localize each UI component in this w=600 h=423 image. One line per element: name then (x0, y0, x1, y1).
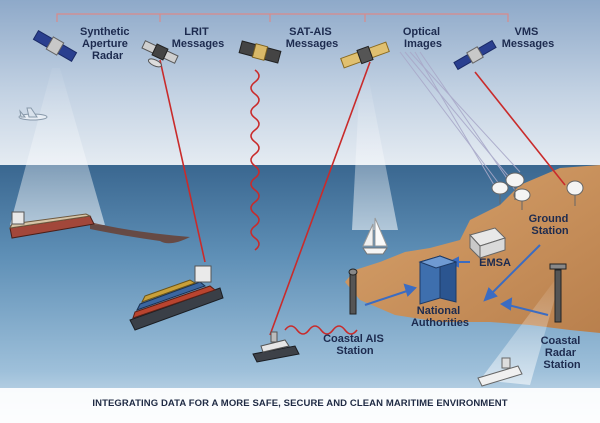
coastal-radar-tower-icon (549, 263, 567, 323)
patrol-boat-icon (252, 331, 300, 363)
aircraft-icon (18, 107, 48, 121)
label-emsa: EMSA (479, 257, 511, 269)
container-ship-icon (129, 265, 224, 331)
sky (0, 0, 600, 170)
sar-satellite-icon (32, 29, 78, 63)
caption-band (0, 388, 600, 423)
satais-satellite-icon (238, 40, 282, 64)
ground-station-antennas-icon (491, 172, 584, 210)
coastal-ais-tower-icon (348, 268, 358, 315)
tanker-ship-icon (9, 211, 190, 244)
label-coastal-radar-station: Coastal Radar Station (541, 335, 584, 371)
data-links (159, 59, 566, 336)
satais-beam (352, 75, 398, 230)
label-coastal-ais-station: Coastal AIS Station (323, 333, 387, 357)
label-lrit: LRIT Messages (172, 26, 225, 50)
sailboat-icon (362, 217, 388, 255)
oil-slick (90, 222, 190, 244)
label-sar: Synthetic Aperture Radar (80, 26, 133, 62)
label-satais: SAT-AIS Messages (286, 26, 339, 50)
coastal-radar-beam (480, 280, 560, 385)
label-ground-station: Ground Station (529, 213, 572, 237)
optical-satellite-icon (340, 41, 390, 69)
sar-beam (10, 68, 105, 225)
diagram-caption: INTEGRATING DATA FOR A MORE SAFE, SECURE… (92, 398, 508, 409)
lrit-satellite-icon (141, 40, 179, 68)
vms-satellite-icon (453, 39, 497, 71)
fishing-boat-icon (477, 357, 523, 387)
label-national-authorities: National Authorities (411, 305, 469, 329)
satellite-link-bracket (56, 13, 509, 22)
label-optical: Optical Images (403, 26, 443, 50)
national-authorities-building-icon (418, 255, 458, 305)
emsa-building-icon (469, 227, 506, 260)
label-vms: VMS Messages (502, 26, 555, 50)
optical-beams (399, 51, 521, 196)
